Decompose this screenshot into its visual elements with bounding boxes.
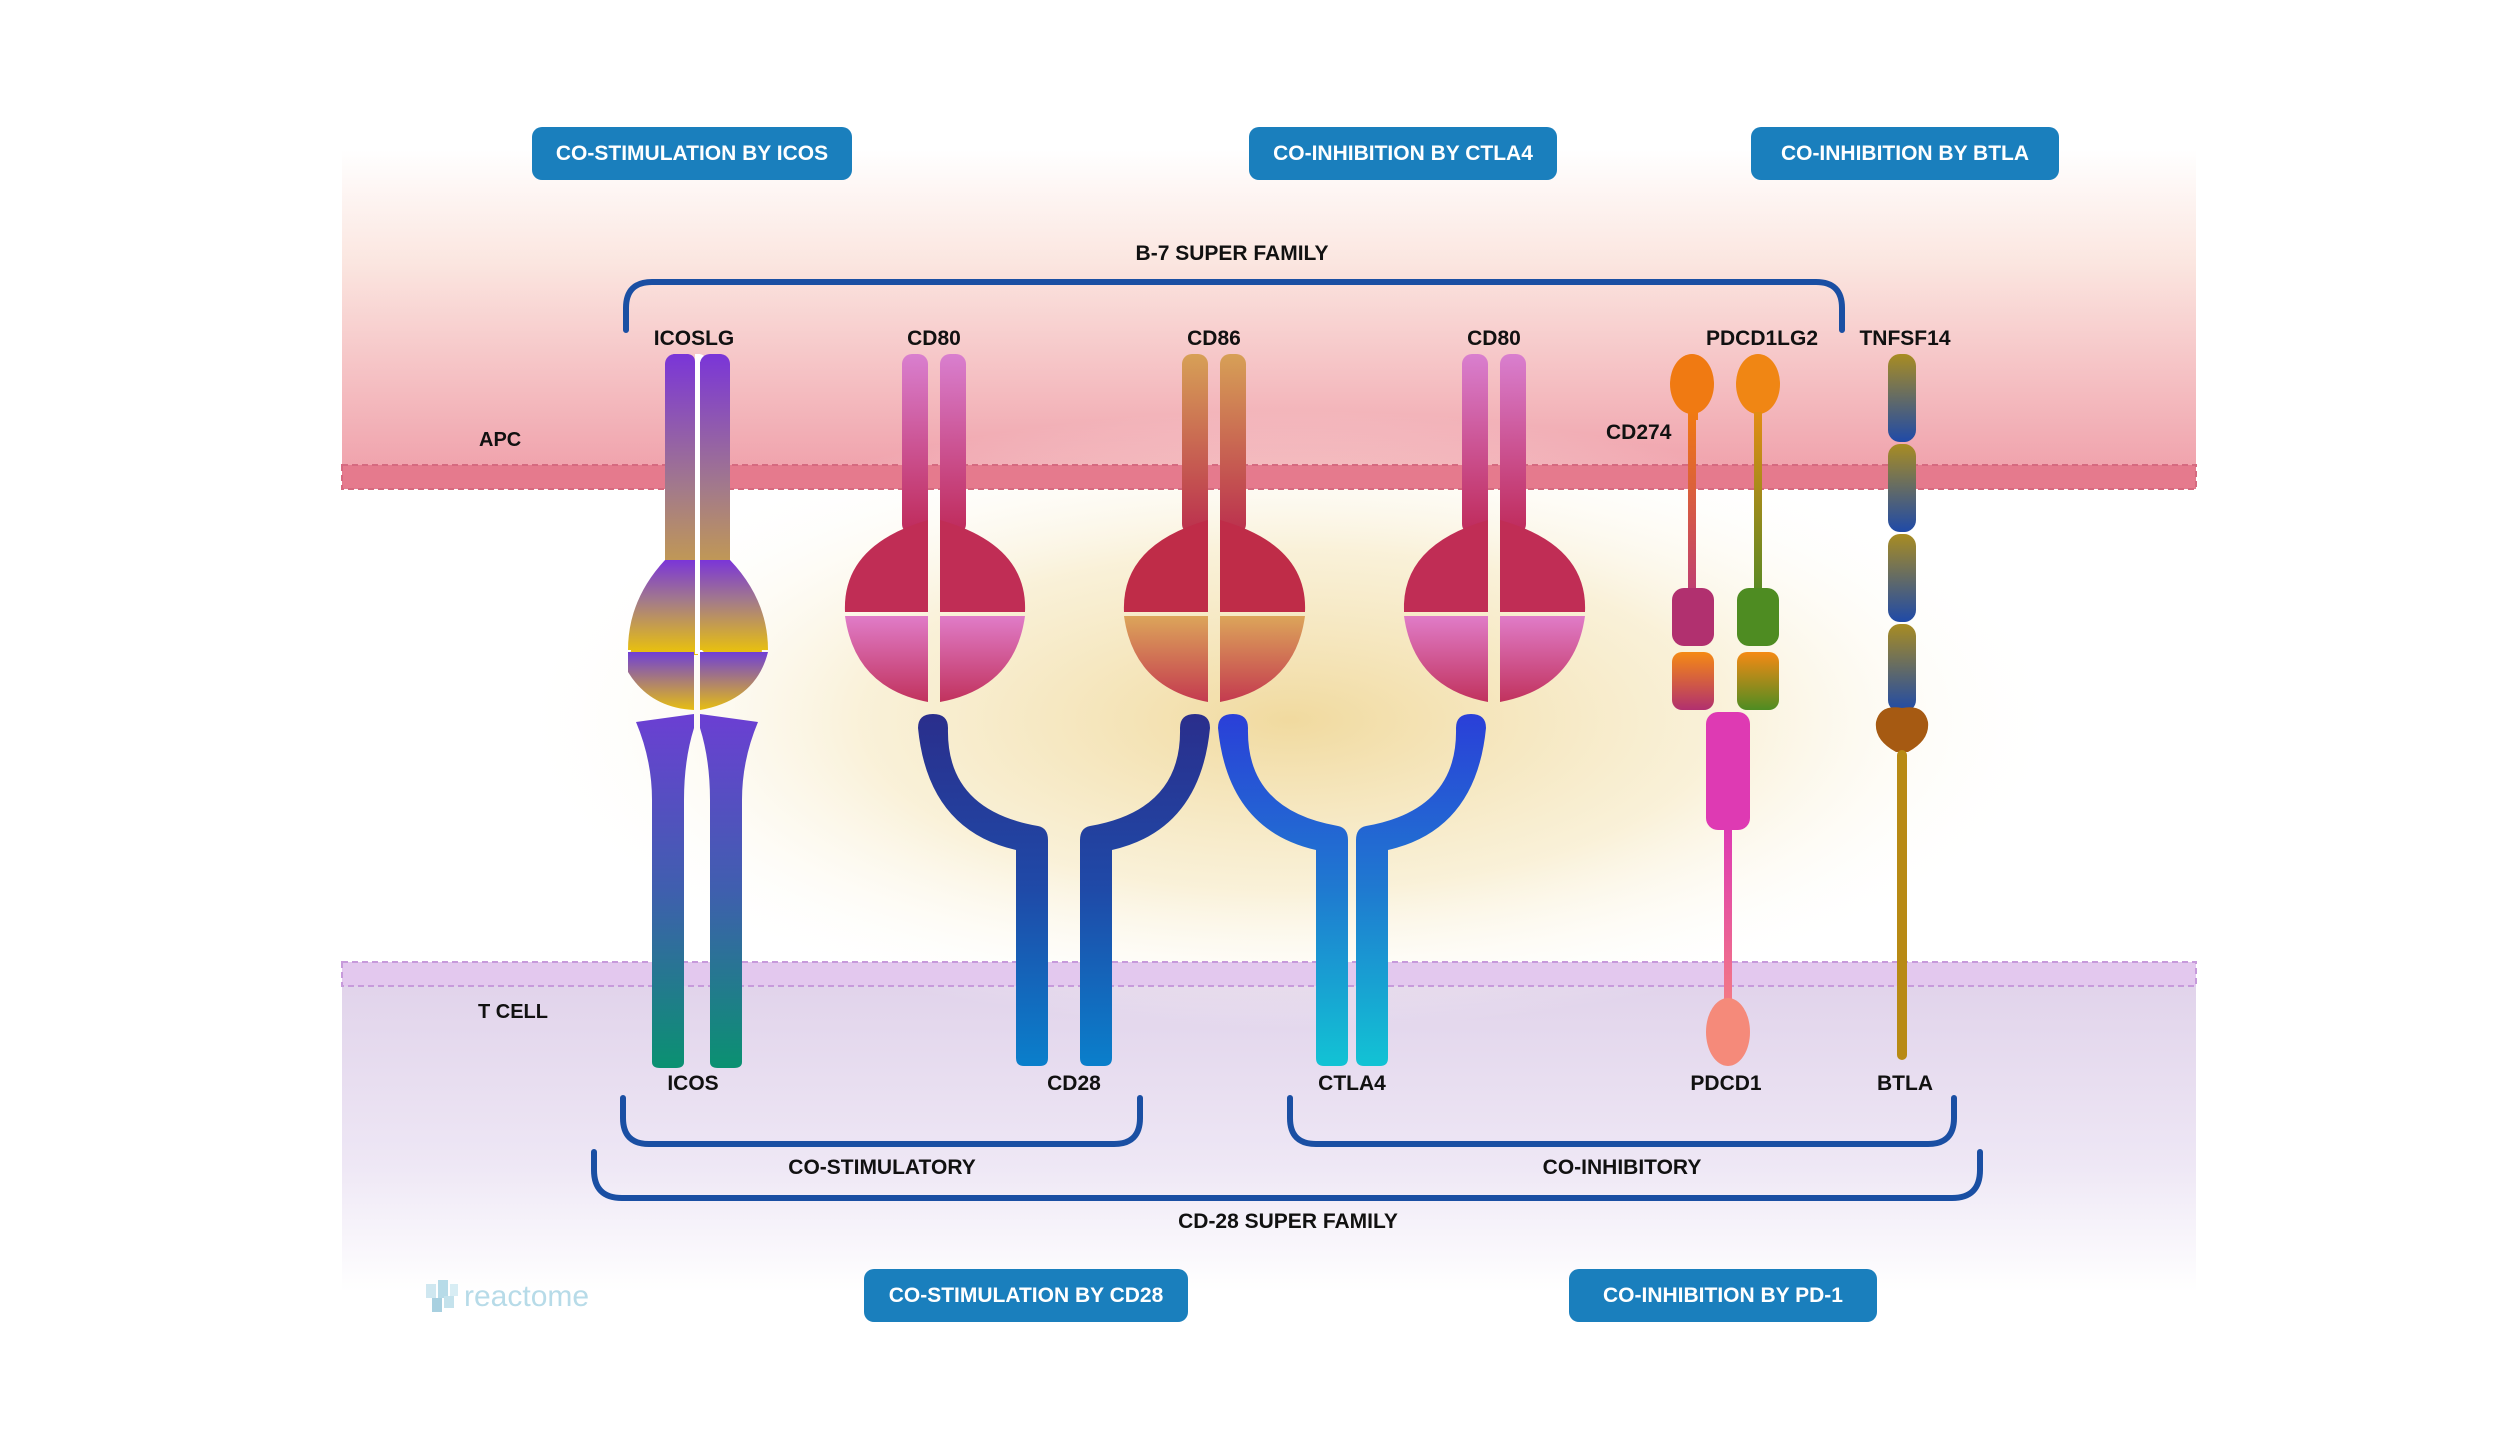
coinhibitory-label: CO-INHIBITORY (1543, 1156, 1702, 1179)
apc-label: APC (479, 429, 521, 451)
b7-family-label: B-7 SUPER FAMILY (1136, 242, 1329, 265)
cd86-label: CD86 (1187, 327, 1241, 350)
icoslg-chains (628, 354, 768, 654)
pdcd1-label: PDCD1 (1690, 1072, 1762, 1095)
pathway-button-pd1[interactable]: CO-INHIBITION BY PD-1 (1569, 1269, 1877, 1322)
svg-text:CO-STIMULATION BY ICOS: CO-STIMULATION BY ICOS (556, 142, 828, 165)
pathway-button-cd28[interactable]: CO-STIMULATION BY CD28 (864, 1269, 1188, 1322)
cd80-right-protein (1403, 354, 1586, 702)
pathway-button-btla[interactable]: CO-INHIBITION BY BTLA (1751, 127, 2059, 180)
coinhibitory-bracket (1287, 1095, 1957, 1147)
cd28-protein (918, 714, 1210, 1066)
pdcd1lg2-protein (1736, 354, 1780, 710)
b7-family-bracket (623, 279, 1845, 333)
pdcd1lg2-label: PDCD1LG2 (1706, 327, 1818, 350)
tnfsf14-protein (1888, 354, 1916, 712)
icos-protein (636, 714, 758, 1068)
icos-label: ICOS (667, 1072, 718, 1095)
ctla4-label: CTLA4 (1318, 1072, 1386, 1095)
icoslg-icos-caps (628, 652, 768, 710)
cd80-label-right: CD80 (1467, 327, 1521, 350)
icoslg-label: ICOSLG (654, 327, 735, 350)
reactome-logo-text: reactome (464, 1280, 589, 1313)
ctla4-protein (1218, 714, 1486, 1066)
reactome-logo: reactome (426, 1280, 589, 1313)
pathway-button-ctla4[interactable]: CO-INHIBITION BY CTLA4 (1249, 127, 1557, 180)
cd28-label: CD28 (1047, 1072, 1101, 1095)
tcell-label: T CELL (478, 1001, 548, 1023)
synapse-glow (510, 410, 2070, 1030)
cd80-left-protein (844, 354, 1026, 702)
cd28-family-label: CD-28 SUPER FAMILY (1178, 1210, 1398, 1233)
cd28-family-bracket (591, 1149, 1983, 1201)
svg-text:CO-INHIBITION BY PD-1: CO-INHIBITION BY PD-1 (1603, 1284, 1843, 1307)
svg-text:CO-INHIBITION BY CTLA4: CO-INHIBITION BY CTLA4 (1273, 142, 1533, 165)
cd274-protein (1670, 354, 1714, 710)
reactome-logo-icon (426, 1280, 458, 1312)
svg-text:CO-INHIBITION BY BTLA: CO-INHIBITION BY BTLA (1781, 142, 2029, 165)
pdcd1-protein (1706, 712, 1750, 1066)
tcell-membrane (341, 961, 2197, 987)
cd274-label: CD274 (1606, 421, 1672, 444)
pathway-button-icos[interactable]: CO-STIMULATION BY ICOS (532, 127, 852, 180)
svg-text:CO-STIMULATION BY CD28: CO-STIMULATION BY CD28 (889, 1284, 1164, 1307)
btla-label: BTLA (1877, 1072, 1933, 1095)
tnfsf14-label: TNFSF14 (1859, 327, 1950, 350)
apc-membrane (341, 464, 2197, 490)
costimulatory-bracket (620, 1095, 1143, 1147)
costimulatory-label: CO-STIMULATORY (788, 1156, 975, 1179)
cd86-protein (1123, 354, 1306, 702)
btla-protein (1875, 707, 1929, 1060)
cd80-label-left: CD80 (907, 327, 961, 350)
